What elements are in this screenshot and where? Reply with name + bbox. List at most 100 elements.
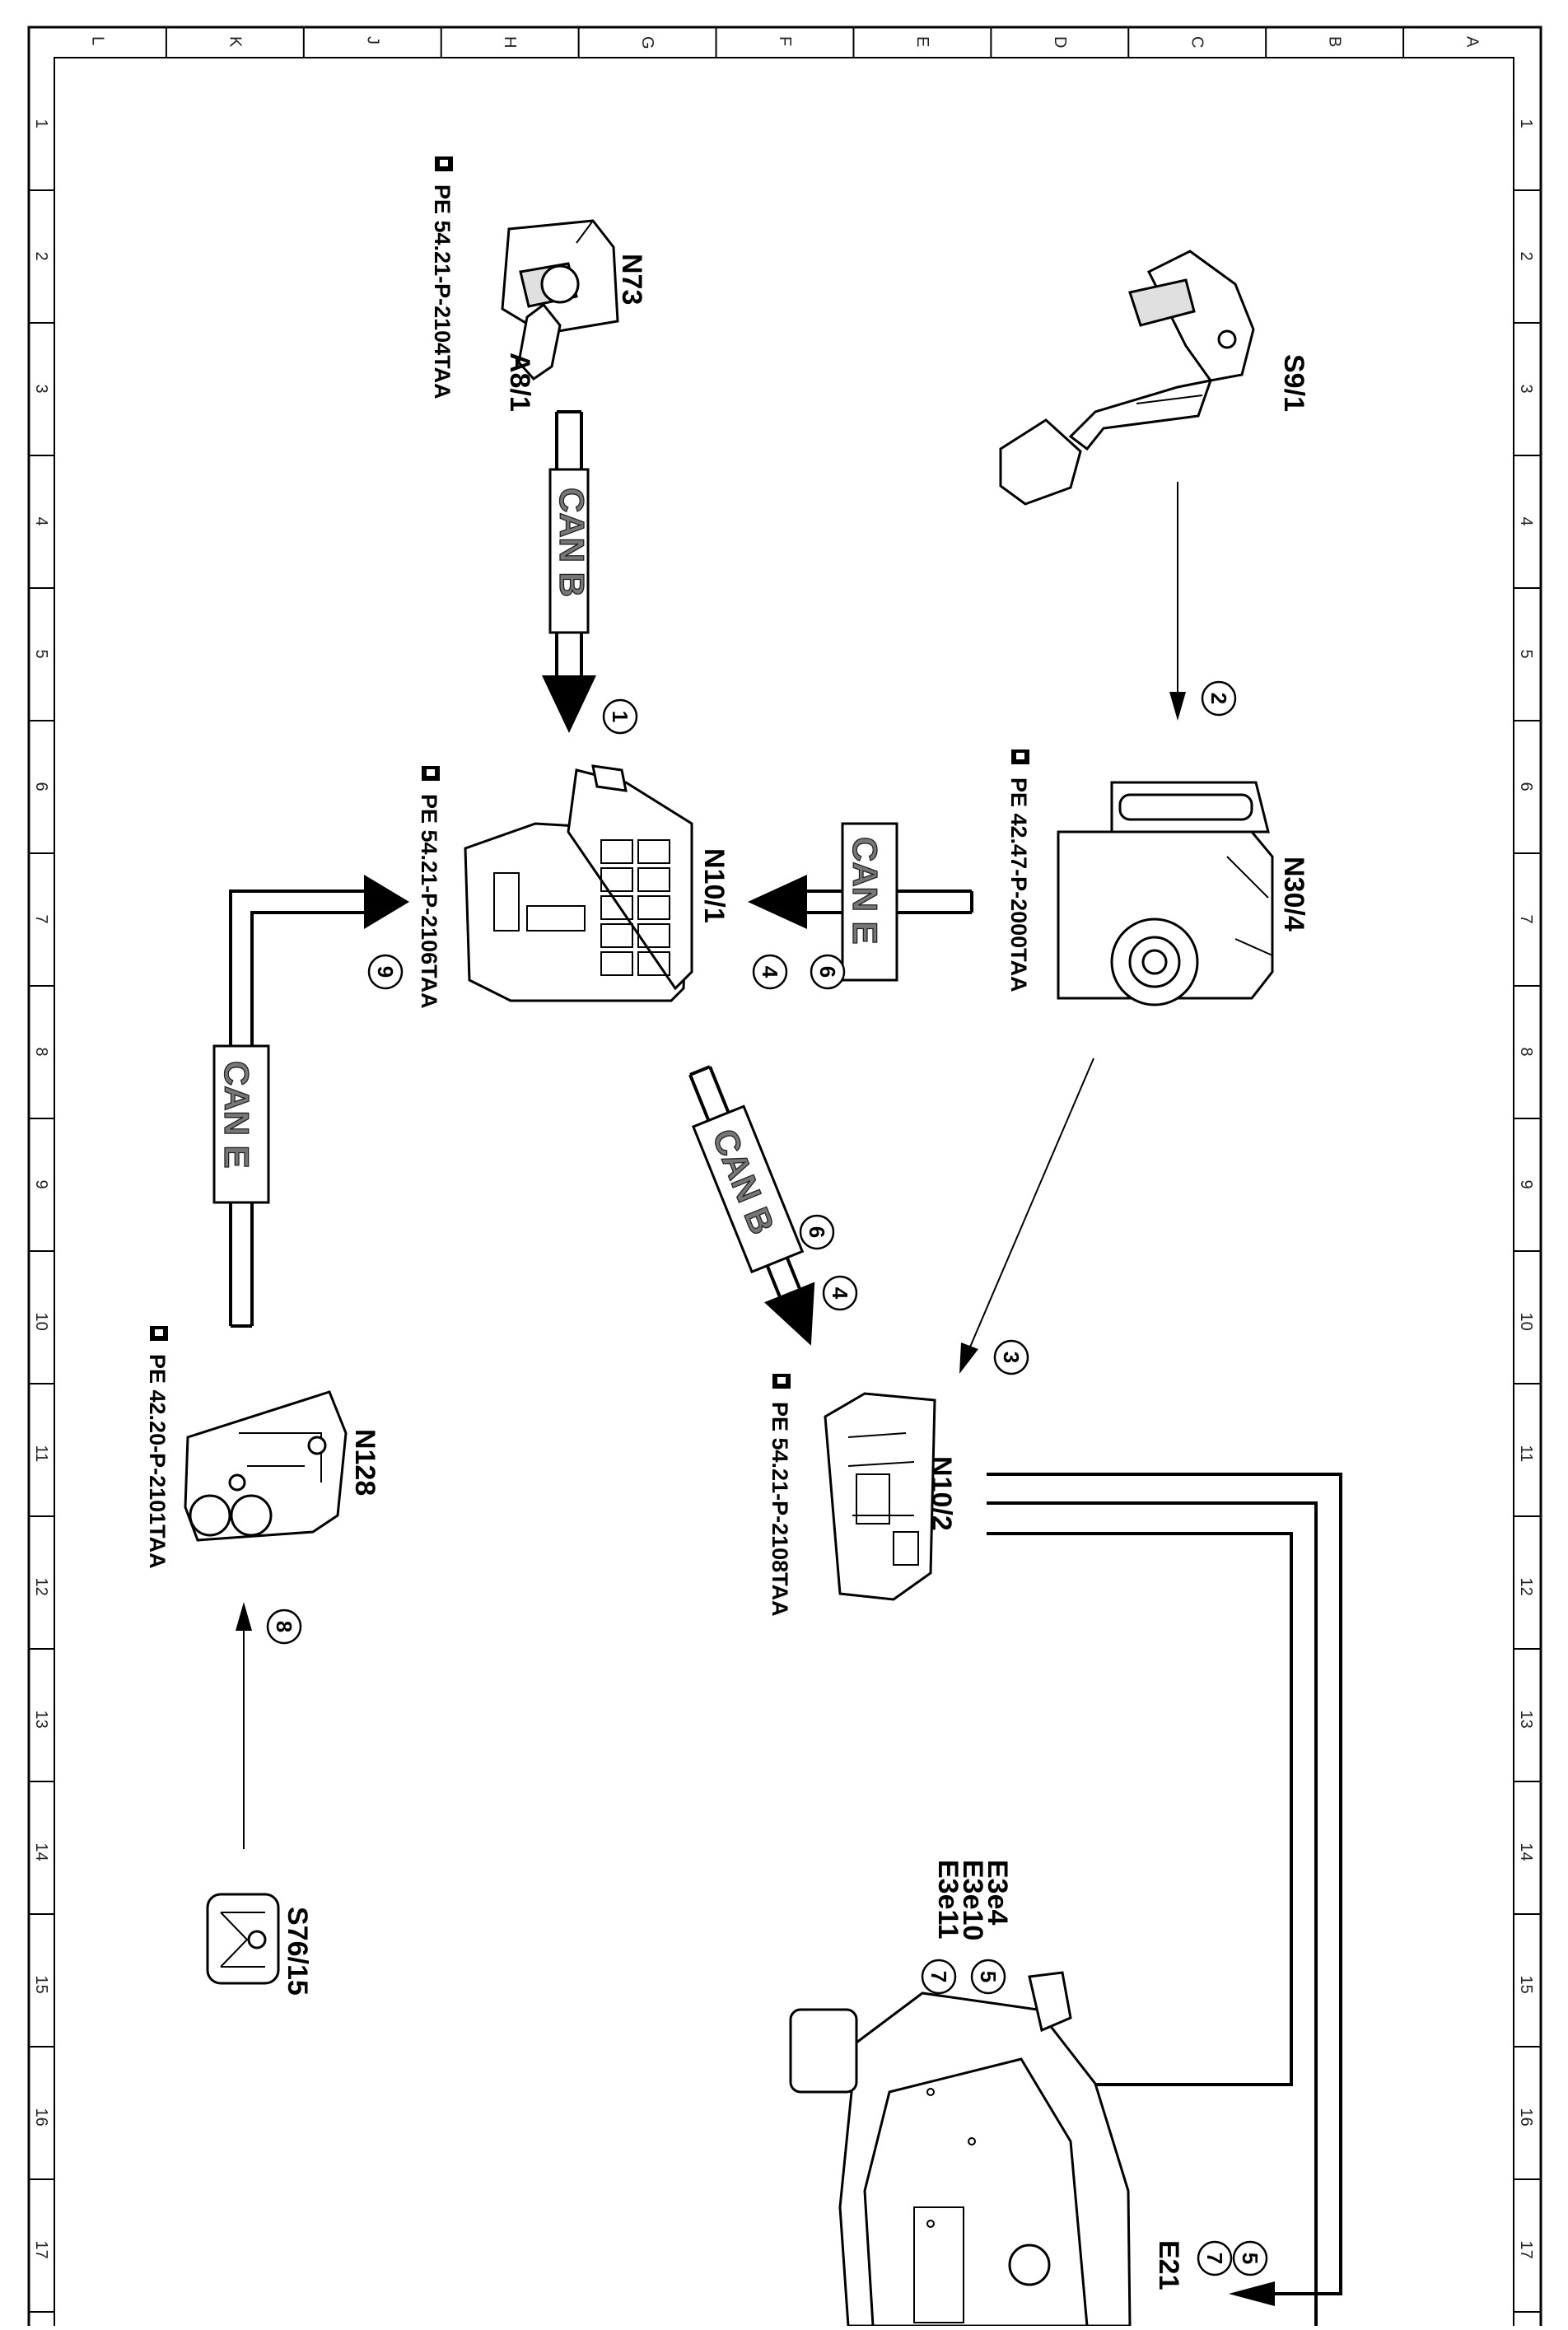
label-n10-2: N10/2 xyxy=(926,1456,957,1531)
svg-text:9: 9 xyxy=(373,966,398,978)
step-3: 3 xyxy=(993,1339,1029,1375)
svg-text:4: 4 xyxy=(828,1287,852,1300)
fuse-slot xyxy=(637,895,670,920)
svg-text:3: 3 xyxy=(999,1352,1024,1363)
step-4b: 4 xyxy=(822,1275,858,1311)
row-label: 14 xyxy=(32,1843,50,1861)
column-label: D xyxy=(1051,36,1069,48)
label-n73: N73 xyxy=(616,254,647,305)
ref-n30-4: PE 42.47-P-2000TAA xyxy=(1006,777,1031,992)
step-7a: 7 xyxy=(921,1959,957,1995)
fuse-slot xyxy=(637,839,670,864)
label-e21: E21 xyxy=(1153,2240,1184,2290)
svg-text:7: 7 xyxy=(1202,2253,1227,2264)
fuse-slot xyxy=(600,839,633,864)
pe-references: PE 54.21-P-2104TAA PE 42.47-P-2000TAA PE… xyxy=(145,156,1031,1617)
row-label: 17 xyxy=(32,2241,50,2259)
eis-drawing xyxy=(501,219,619,381)
row-label: 15 xyxy=(32,1976,50,1994)
svg-text:4: 4 xyxy=(758,966,782,978)
row-label: 14 xyxy=(1517,1843,1535,1861)
row-label: 13 xyxy=(32,1711,50,1729)
column-label: J xyxy=(363,36,381,44)
step-9: 9 xyxy=(367,954,404,990)
row-label: 11 xyxy=(32,1445,50,1463)
column-label: H xyxy=(501,36,519,48)
ref-n10-1: PE 54.21-P-2106TAA xyxy=(417,794,441,1009)
svg-text:6: 6 xyxy=(815,966,840,978)
row-label: 9 xyxy=(32,1180,50,1189)
fuse-slot xyxy=(637,867,670,892)
fuse-slot xyxy=(600,923,633,948)
reference-icon xyxy=(772,1374,791,1389)
signal-lines xyxy=(236,482,1342,2330)
svg-text:5: 5 xyxy=(976,1971,1001,1982)
row-label: 2 xyxy=(32,252,50,261)
row-label: 5 xyxy=(32,650,50,659)
row-label: 10 xyxy=(32,1313,50,1331)
label-n128: N128 xyxy=(349,1429,380,1496)
can-bus-n10-1-n10-2: CAN B xyxy=(688,1065,815,1346)
column-label: A xyxy=(1463,36,1482,48)
svg-text:5: 5 xyxy=(1238,2253,1262,2264)
row-label: 10 xyxy=(1517,1313,1535,1331)
svg-text:1: 1 xyxy=(608,711,632,722)
row-label: 13 xyxy=(1517,1711,1535,1729)
row-label: 11 xyxy=(1517,1445,1535,1463)
can-bus-n73-n10-1: CAN B xyxy=(542,410,596,733)
row-label: 1 xyxy=(1517,119,1535,128)
svg-text:6: 6 xyxy=(805,1226,829,1238)
label-a8-1: A8/1 xyxy=(504,353,535,412)
label-e3e10: E3e10 xyxy=(957,1860,988,1940)
row-label: 16 xyxy=(32,2108,50,2127)
fuse-slot xyxy=(600,867,633,892)
row-label: 1 xyxy=(32,119,50,128)
ref-n128: PE 42.20-P-2101TAA xyxy=(145,1354,170,1569)
vehicle-rear-drawing xyxy=(789,1971,1132,2328)
row-label: 4 xyxy=(1517,517,1535,526)
row-label: 12 xyxy=(32,1578,50,1596)
step-4a: 4 xyxy=(752,954,788,990)
row-label: 7 xyxy=(32,915,50,924)
sam-rear-drawing xyxy=(824,1392,936,1601)
ref-n73: PE 54.21-P-2104TAA xyxy=(430,184,455,399)
column-label: B xyxy=(1326,36,1344,47)
column-label: K xyxy=(226,36,244,48)
reference-icon xyxy=(435,156,453,171)
step-5a: 5 xyxy=(970,1959,1006,1995)
sam-front-drawing xyxy=(464,764,693,1002)
can-label-2: CAN E xyxy=(846,837,884,945)
row-label: 3 xyxy=(1517,385,1535,394)
row-label: 8 xyxy=(32,1048,50,1057)
row-label: 8 xyxy=(1517,1048,1535,1057)
step-5b: 5 xyxy=(1232,2240,1268,2276)
ref-n10-2: PE 54.21-P-2108TAA xyxy=(768,1402,792,1617)
parking-brake-unit-drawing xyxy=(184,1390,348,1542)
sam-fuse-slots xyxy=(600,839,670,976)
reference-icon xyxy=(150,1326,168,1341)
component-labels: S9/1 N30/4 N73 A8/1 N10/1 N10/2 N128 S76… xyxy=(282,254,1309,2290)
row-label: 9 xyxy=(1517,1180,1535,1189)
row-label: 17 xyxy=(1517,2241,1535,2259)
svg-text:2: 2 xyxy=(1206,693,1231,704)
esp-unit-drawing xyxy=(1057,781,1274,1006)
row-label: 3 xyxy=(32,385,50,394)
step-markers: 1 2 3 6 4 9 6 4 8 5 7 5 7 xyxy=(266,680,1268,2276)
step-8: 8 xyxy=(266,1609,302,1645)
label-e3e4: E3e4 xyxy=(982,1860,1013,1925)
label-n30-4: N30/4 xyxy=(1278,857,1309,932)
reference-icon xyxy=(1011,749,1029,764)
step-6b: 6 xyxy=(799,1214,835,1250)
can-label-4: CAN E xyxy=(217,1061,256,1169)
parking-brake-switch-drawing xyxy=(206,1893,280,1985)
svg-text:7: 7 xyxy=(926,1971,951,1982)
svg-text:8: 8 xyxy=(272,1621,296,1632)
row-label: 15 xyxy=(1517,1976,1535,1994)
drawing-frame xyxy=(27,26,1542,2330)
fuse-slot xyxy=(600,951,633,976)
row-label: 2 xyxy=(1517,252,1535,261)
